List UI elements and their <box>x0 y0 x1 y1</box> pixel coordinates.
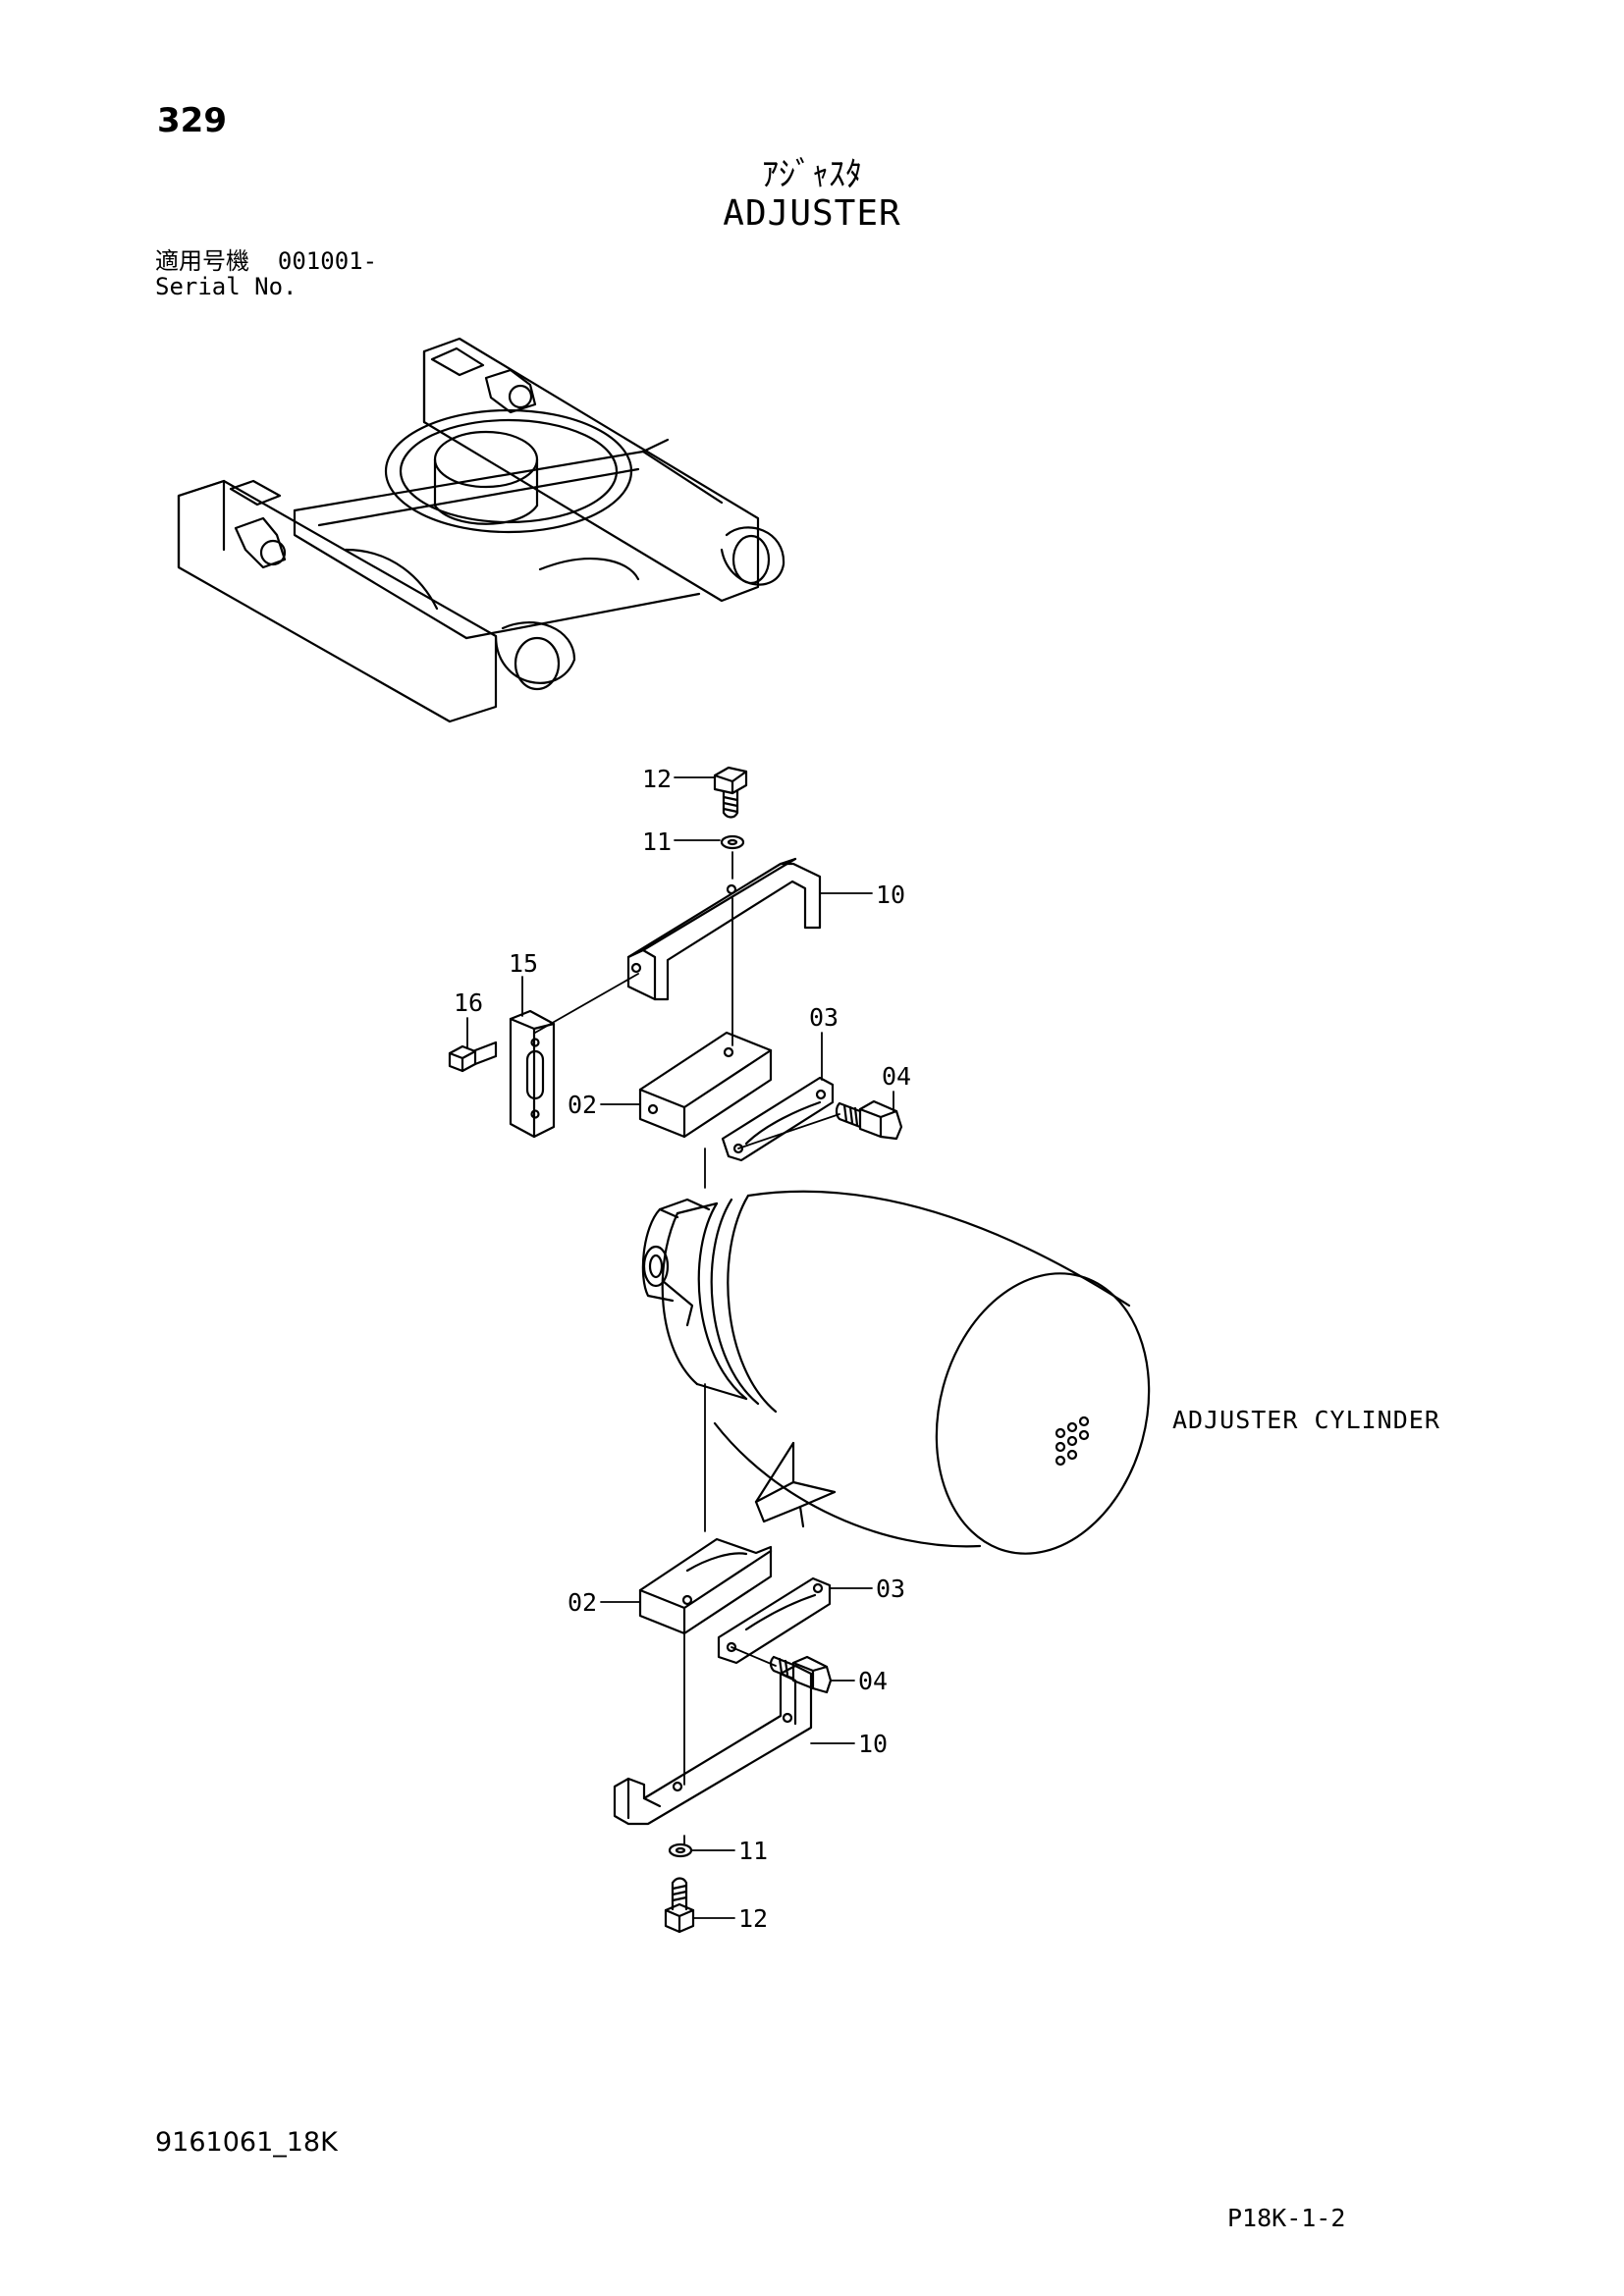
callout-02-bottom: 02 <box>568 1588 597 1617</box>
callout-04-top: 04 <box>882 1062 911 1091</box>
callout-10-bottom: 10 <box>858 1730 888 1758</box>
bolt-12-bottom <box>664 1877 695 1934</box>
title-japanese-text: ｱｼﾞｬｽﾀ <box>762 155 862 194</box>
title-english-text: ADJUSTER <box>723 193 901 234</box>
title-english: ADJUSTER <box>0 193 1624 234</box>
adjuster-cylinder <box>641 1190 1151 1555</box>
bolt-16 <box>448 1041 498 1073</box>
assembly-lines <box>534 851 840 1844</box>
callout-02-top: 02 <box>568 1091 597 1119</box>
callout-12-bottom: 12 <box>738 1904 768 1933</box>
strap-03-bottom <box>717 1576 832 1665</box>
track-frame-drawing <box>177 337 785 723</box>
washer-11-bottom <box>668 1842 693 1858</box>
serial-number: 001001- <box>277 247 378 275</box>
callout-04-bottom: 04 <box>858 1667 888 1695</box>
title-japanese: ｱｼﾞｬｽﾀ <box>0 147 1624 195</box>
block-02-bottom <box>638 1537 773 1635</box>
washer-11-top <box>720 834 745 850</box>
bolt-12-top <box>713 766 748 819</box>
serial-en-label: Serial No. <box>155 273 298 300</box>
page-number: 329 <box>157 101 227 140</box>
leader-lines <box>466 776 894 1919</box>
callout-15: 15 <box>509 949 538 978</box>
callout-10-top: 10 <box>876 881 905 909</box>
callout-11-top: 11 <box>642 828 672 856</box>
serial-jp-label: 適用号機 <box>155 247 249 275</box>
callout-03-bottom: 03 <box>876 1575 905 1603</box>
plate-15 <box>509 1009 556 1139</box>
callout-03-top: 03 <box>809 1003 839 1032</box>
drawing-code: 9161061_18K <box>155 2127 338 2158</box>
callout-numbers: 12 11 10 15 16 03 04 02 02 03 04 10 11 1… <box>454 765 911 1933</box>
bracket-10-top <box>626 857 822 1001</box>
page-reference: P18K-1-2 <box>1227 2204 1346 2232</box>
block-02-top <box>638 1031 773 1139</box>
bracket-10-bottom <box>613 1664 813 1826</box>
adjuster-cylinder-label: ADJUSTER CYLINDER <box>1172 1406 1440 1434</box>
serial-jp-line: 適用号機 001001- <box>155 248 377 274</box>
callout-16: 16 <box>454 988 483 1017</box>
bolt-04-top <box>835 1099 903 1141</box>
callout-12-top: 12 <box>642 765 672 793</box>
serial-info: 適用号機 001001- Serial No. <box>155 248 377 299</box>
strap-03-top <box>721 1076 835 1162</box>
callout-11-bottom: 11 <box>738 1837 768 1865</box>
